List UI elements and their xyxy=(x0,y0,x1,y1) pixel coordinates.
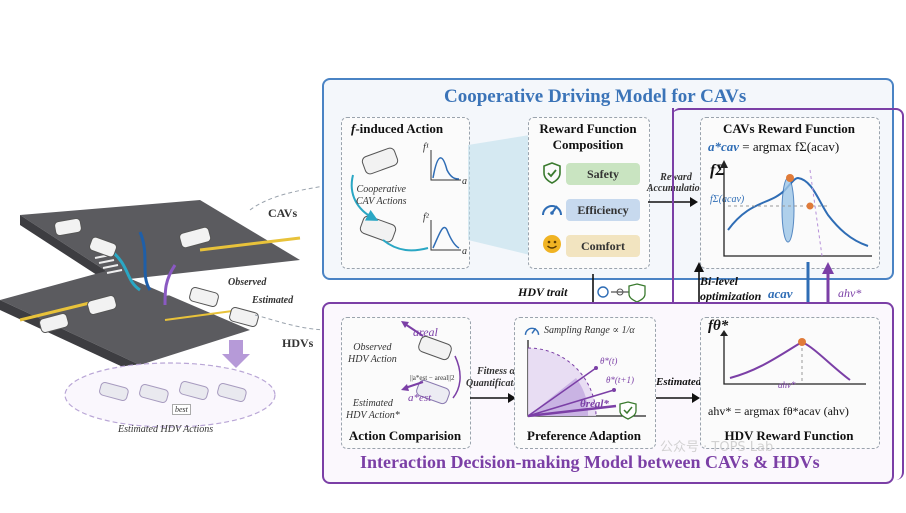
comfort-pill: Comfort xyxy=(566,235,640,257)
f-induced-action-title: f-induced Action xyxy=(351,121,444,136)
interaction-model-frame-top xyxy=(672,108,904,480)
hdv-trait-label: HDV trait xyxy=(518,285,568,299)
fitness-label: Fitness α Quantification xyxy=(466,366,527,389)
interaction-frame-left-edge xyxy=(672,108,674,304)
cooperative-cav-actions-caption: Cooperative CAV Actions xyxy=(356,184,407,207)
action-comparison-box xyxy=(341,317,471,449)
cav-reward-title: CAVs Reward Function xyxy=(723,121,855,136)
f2-label: f² xyxy=(423,212,429,223)
theta-t1-label: θ*(t+1) xyxy=(606,375,634,385)
reward-accumulation-label: Reward Accumulation xyxy=(646,172,706,194)
hdv-reward-title: HDV Reward Function xyxy=(724,428,854,443)
hdvs-label: HDVs xyxy=(282,336,314,350)
reward-composition-title: Reward Function Composition xyxy=(539,121,637,152)
axis-a-label-1: a xyxy=(462,176,467,187)
reward-accumulation-arrow xyxy=(648,197,698,207)
a-hv-label: ahv* xyxy=(838,286,862,300)
a-est-label: a*est xyxy=(408,392,432,404)
interaction-model-title: Interaction Decision-making Model betwee… xyxy=(360,452,820,472)
axis-a-label-2: a xyxy=(462,246,467,257)
preference-title: Preference Adaption xyxy=(527,428,641,443)
f-induced-action-box xyxy=(341,117,470,269)
preference-plot xyxy=(527,340,646,420)
bilevel-label: Bi-level optimization xyxy=(700,274,762,303)
hdv-reward-box xyxy=(700,317,880,449)
fitness-arrow xyxy=(470,393,516,403)
cav-model-title: Cooperative Driving Model for CAVs xyxy=(444,86,747,107)
estimated-theta-arrow xyxy=(656,393,700,403)
observed-hdv-action-label: Observed HDV Action xyxy=(348,342,397,365)
f-sigma-value-label: fΣ(acav) xyxy=(710,194,745,205)
hdv-reward-equation: ahv* = argmax fθ*acav (ahv) xyxy=(708,404,849,418)
cavs-label: CAVs xyxy=(268,206,298,220)
f-theta-label: fθ* xyxy=(708,318,729,334)
f1-label: f¹ xyxy=(423,142,429,153)
observed-label: Observed xyxy=(228,277,267,288)
speedometer-icon xyxy=(542,205,562,216)
best-tag: best xyxy=(172,404,191,415)
watermark: 公众号 · TOPS Lab xyxy=(660,440,774,455)
a-hv-tick-label: ahv* xyxy=(778,380,796,390)
action-comparison-title: Action Comparision xyxy=(348,428,462,443)
a-real-label: areal xyxy=(413,325,438,339)
estimated-hdv-actions-caption: Estimated HDV Actions xyxy=(118,424,214,435)
norm-label: ||a*est − areal||2 xyxy=(410,374,455,382)
shield-check-icon xyxy=(543,162,561,184)
hdv-reward-plot xyxy=(720,330,866,385)
smiley-icon xyxy=(543,235,561,253)
estimated-label: Estimated xyxy=(252,295,294,306)
theta-t-label: θ*(t) xyxy=(600,356,618,366)
theta-real-label: θreal* xyxy=(580,398,609,410)
cav-reward-plot xyxy=(720,160,872,257)
action-comparison-figure xyxy=(401,321,461,405)
cav-reward-equation: a*cav = argmax fΣ(acav) xyxy=(708,139,840,154)
a-cav-label: acav xyxy=(768,286,793,301)
estimated-hdv-action-label: Estimated HDV Action* xyxy=(346,398,400,421)
efficiency-pill: Efficiency xyxy=(566,199,640,221)
intersection-scene xyxy=(0,186,320,428)
sampling-range-label: Sampling Range ∝ 1/α xyxy=(544,325,635,336)
safety-pill: Safety xyxy=(566,163,640,185)
f-induced-action-figure xyxy=(350,147,461,252)
fan-connector xyxy=(468,135,530,255)
speedometer-icon xyxy=(524,327,540,335)
